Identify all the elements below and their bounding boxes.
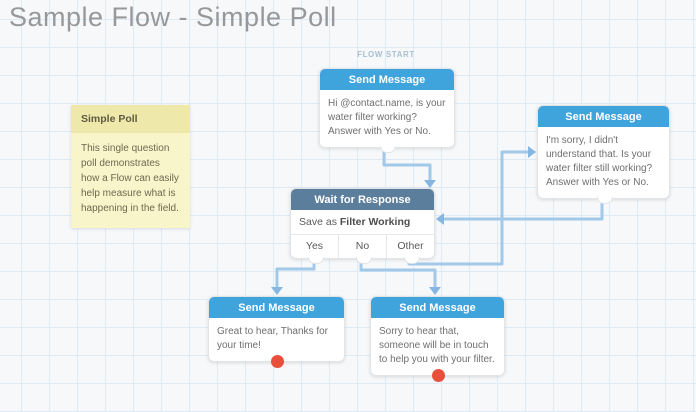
page-title: Sample Flow - Simple Poll (9, 2, 337, 32)
category-no[interactable]: No (338, 235, 386, 264)
save-as-row[interactable]: Save as Filter Working (291, 210, 434, 234)
sticky-note[interactable]: Simple Poll This single question poll de… (71, 105, 190, 228)
flow-start-label: FLOW START (357, 50, 415, 59)
save-field-name: Filter Working (339, 216, 411, 228)
node-no-send-message[interactable]: Send Message Sorry to hear that, someone… (370, 296, 505, 382)
exit-port-yes[interactable] (307, 257, 324, 264)
node-header[interactable]: Send Message (320, 69, 454, 90)
node-clarify-send-message[interactable]: Send Message I'm sorry, I didn't underst… (537, 105, 670, 204)
arrow-into-no-node-icon (429, 287, 441, 295)
node-header[interactable]: Send Message (371, 297, 504, 318)
arrow-into-wait-top-icon (424, 180, 436, 188)
category-row: Yes No Other (291, 234, 434, 264)
category-label: Yes (305, 240, 324, 252)
arrow-into-wait-right-icon (436, 213, 444, 225)
save-as-label: Save as (299, 216, 337, 228)
category-yes[interactable]: Yes (291, 235, 338, 264)
node-header[interactable]: Send Message (538, 106, 669, 127)
category-other[interactable]: Other (386, 235, 434, 264)
node-header[interactable]: Wait for Response (291, 189, 434, 210)
node-yes-send-message[interactable]: Send Message Great to hear, Thanks for y… (208, 296, 345, 368)
message-text: I'm sorry, I didn't understand that. Is … (546, 135, 653, 188)
category-label: No (355, 240, 370, 252)
exit-port-other[interactable] (403, 257, 420, 264)
unconnected-exit-dot[interactable] (431, 369, 445, 382)
arrow-into-clarify-node-icon (528, 146, 536, 158)
sticky-note-body[interactable]: This single question poll demonstrates h… (71, 133, 190, 228)
sticky-note-title[interactable]: Simple Poll (71, 105, 190, 133)
message-text: Great to hear, Thanks for your time! (217, 326, 328, 351)
exit-port[interactable] (596, 197, 613, 204)
message-text: Sorry to hear that, someone will be in t… (379, 326, 495, 365)
node-header[interactable]: Send Message (209, 297, 344, 318)
message-text: Hi @contact.name, is your water filter w… (328, 98, 446, 137)
node-wait-for-response[interactable]: Wait for Response Save as Filter Working… (290, 188, 435, 264)
exit-port-no[interactable] (355, 257, 372, 264)
arrow-into-yes-node-icon (271, 287, 283, 295)
node-start-send-message[interactable]: Send Message Hi @contact.name, is your w… (319, 68, 455, 153)
category-label: Other (397, 240, 424, 252)
unconnected-exit-dot[interactable] (270, 355, 284, 368)
